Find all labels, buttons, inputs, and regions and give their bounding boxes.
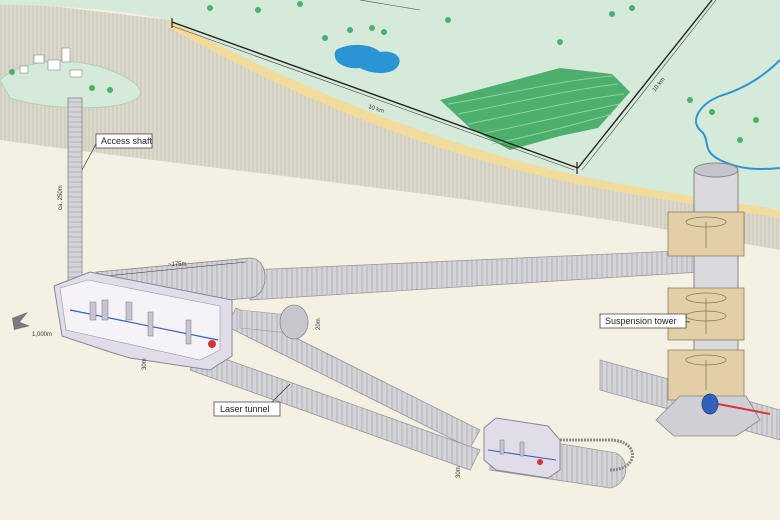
break-symbol — [12, 312, 30, 330]
laser-tunnel-label: Laser tunnel — [220, 404, 270, 414]
cavern-height-label-2: 30m — [456, 466, 462, 478]
tree-icon — [9, 69, 113, 93]
suspension-tower-label: Suspension tower — [605, 316, 677, 326]
tunnel-height-label: 20m — [316, 318, 322, 330]
laser-tunnel-callout: Laser tunnel — [213, 383, 291, 417]
surface-arm-lines — [171, 0, 717, 174]
access-shaft-callout: Access shaft — [81, 133, 153, 171]
surface-terrain — [0, 0, 780, 210]
cavern-height-label-1: 30m — [142, 358, 148, 370]
shaft-depth-label: ca. 250m — [58, 185, 64, 210]
surface-river — [695, 59, 780, 170]
suspension-tower-callout: Suspension tower — [599, 313, 691, 329]
access-shaft — [67, 97, 83, 299]
tree-icon — [207, 1, 759, 143]
arm-length-label-1: 10 km — [367, 104, 384, 115]
end-station-loop — [560, 438, 634, 472]
access-shaft-label: Access shaft — [101, 136, 153, 146]
suspension-tower — [655, 162, 771, 437]
surface-lake — [334, 44, 400, 73]
main-cavern — [53, 271, 233, 371]
surface-fields — [440, 68, 630, 150]
depth-marker-label: 1,000m — [32, 332, 52, 338]
cavern-length-label: ~175m — [168, 262, 187, 268]
end-station-cavern — [483, 417, 561, 479]
building-icon — [19, 47, 83, 78]
tunnel-portal — [279, 304, 309, 340]
